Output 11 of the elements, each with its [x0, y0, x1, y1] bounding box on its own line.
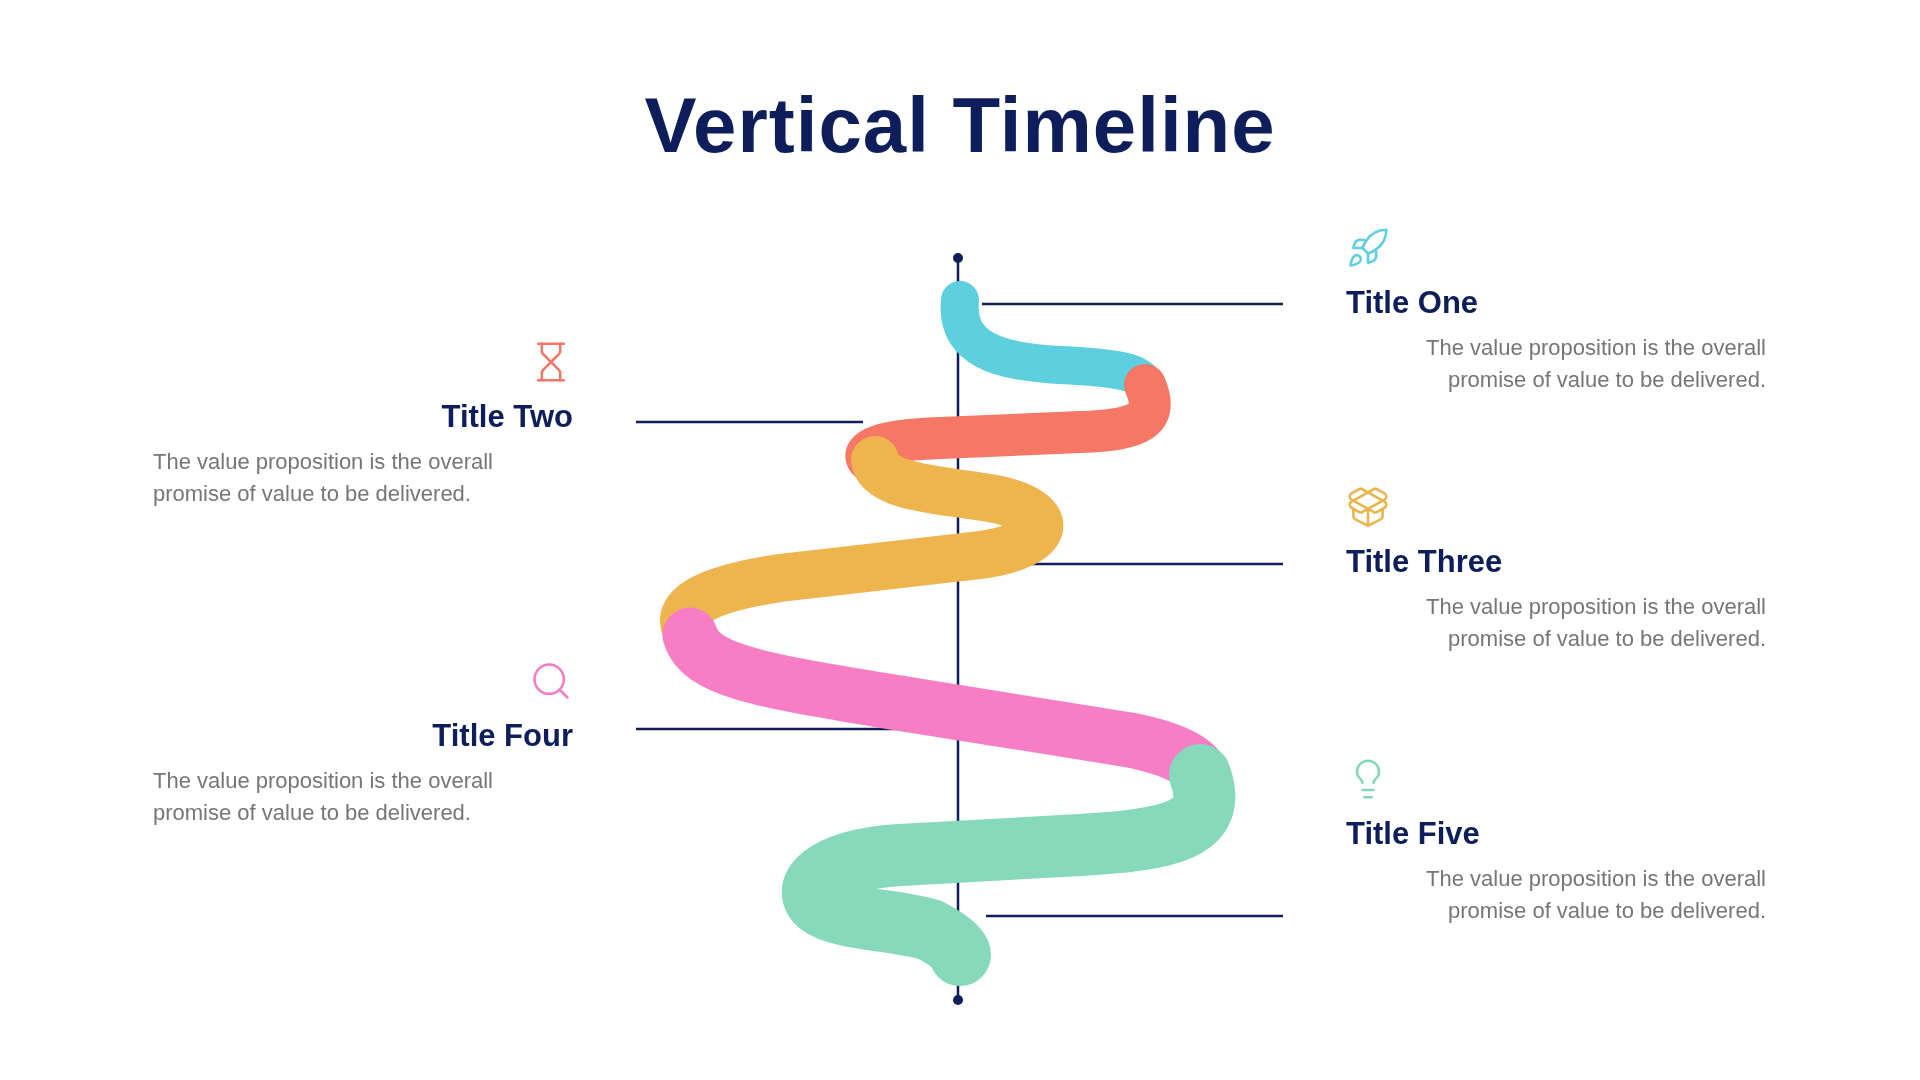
step-title: Title One	[1346, 284, 1479, 322]
step-description: The value proposition is the overall promise of value to be delivered.	[153, 448, 494, 508]
step-title: Title Five	[1346, 815, 1480, 853]
step-description: The value proposition is the overall promise of value to be delivered.	[1425, 593, 1766, 653]
step-title: Title Two	[441, 398, 573, 436]
step-description: The value proposition is the overall promise of value to be delivered.	[1425, 865, 1766, 925]
step-title: Title Four	[432, 717, 573, 755]
step-title: Title Three	[1346, 543, 1503, 581]
page-title: Vertical Timeline	[643, 80, 1277, 171]
step-description: The value proposition is the overall promise of value to be delivered.	[1425, 334, 1766, 394]
step-description: The value proposition is the overall promise of value to be delivered.	[153, 767, 494, 827]
